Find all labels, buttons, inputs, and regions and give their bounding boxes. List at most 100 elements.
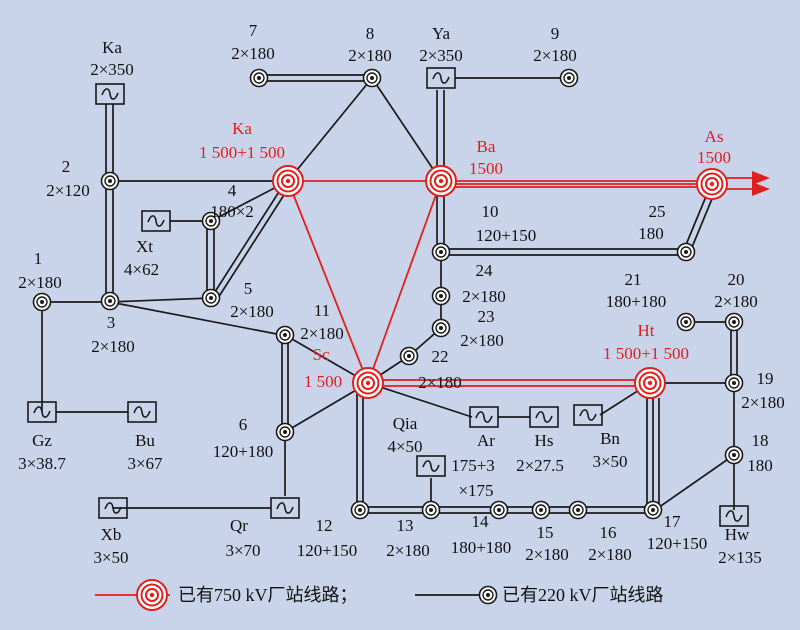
node-15-label: 15 [537, 523, 554, 542]
node-ht-750-name: Ht [638, 321, 655, 340]
node-23-label: 23 [478, 307, 495, 326]
node-7-value: 2×180 [231, 44, 275, 63]
node-10-label: 10 [482, 202, 499, 221]
plant-bu-name: Bu [135, 431, 155, 450]
node-3-label: 3 [107, 313, 116, 332]
node-11-label: 11 [314, 301, 330, 320]
node-18-icon [724, 445, 744, 465]
plant-xt-icon [141, 210, 171, 232]
export-arrow-lower [752, 182, 770, 196]
node-5-value: 2×180 [230, 302, 274, 321]
node-20-icon [724, 312, 744, 332]
node-10-icon [431, 242, 451, 262]
node-sc-750-value: 1 500 [304, 372, 342, 391]
node-8-icon [362, 68, 382, 88]
node-18-label: 18 [752, 431, 769, 450]
node-19-icon [724, 373, 744, 393]
plant-xt-name: Xt [136, 237, 153, 256]
node-9-value: 2×180 [533, 46, 577, 65]
plant-ar-name: Ar [477, 431, 495, 450]
node-as-750-name: As [705, 127, 724, 146]
plant-hw-value: 2×135 [718, 548, 762, 567]
node-8-label: 8 [366, 24, 375, 43]
plant-ya-name: Ya [432, 24, 451, 43]
node-12-value: 120+150 [297, 541, 358, 560]
plant-hs-value: 2×27.5 [516, 456, 564, 475]
node-19-value: 2×180 [741, 393, 785, 412]
plant-gz-value: 3×38.7 [18, 454, 66, 473]
node-22-icon [399, 346, 419, 366]
legend-750-icon [136, 579, 168, 611]
node-2-icon [100, 171, 120, 191]
plant-qr-name: Qr [230, 516, 248, 535]
node-4-value: 180×2 [210, 202, 254, 221]
plant-qia-value: 4×50 [387, 437, 422, 456]
plant-qia-icon [416, 455, 446, 477]
node-17-label: 17 [664, 512, 682, 531]
node-23-icon [431, 318, 451, 338]
plant-ka-value: 2×350 [90, 60, 134, 79]
node-ht-750-icon [634, 367, 666, 399]
node-12-label: 12 [316, 516, 333, 535]
plant-bn-name: Bn [600, 429, 620, 448]
node-25-value: 180 [638, 224, 664, 243]
plant-hs-name: Hs [535, 431, 554, 450]
node-11-icon [275, 325, 295, 345]
plant-bu-icon [127, 401, 157, 423]
node-20-label: 20 [728, 270, 745, 289]
node-14-icon [489, 500, 509, 520]
node-2-value: 2×120 [46, 181, 90, 200]
node-15-value: 2×180 [525, 545, 569, 564]
node-5-icon [201, 288, 221, 308]
node-9-icon [559, 68, 579, 88]
node-9-label: 9 [551, 24, 560, 43]
plant-bn-icon [573, 404, 603, 426]
node-16-value: 2×180 [588, 545, 632, 564]
node-ht-750-value: 1 500+1 500 [603, 344, 689, 363]
node-17-icon [643, 500, 663, 520]
node-25-label: 25 [649, 202, 666, 221]
node-24-value: 2×180 [462, 287, 506, 306]
node-3-value: 2×180 [91, 337, 135, 356]
node-20-value: 2×180 [714, 292, 758, 311]
legend-220-icon [478, 585, 498, 605]
node-ka-750-icon [272, 165, 304, 197]
node-ba-750-value: 1500 [469, 159, 503, 178]
legend: 已有750 kV厂站线路； 已有220 kV厂站线路 [95, 579, 664, 611]
plant-hw-name: Hw [725, 525, 750, 544]
node-11-value: 2×180 [300, 324, 344, 343]
node-6-value: 120+180 [213, 442, 274, 461]
export-arrow-upper [752, 171, 770, 185]
node-21-icon [676, 312, 696, 332]
node-16-label: 16 [600, 523, 617, 542]
node-4-label: 4 [228, 181, 237, 200]
node-22-label: 22 [432, 347, 449, 366]
node-22-value: 2×180 [418, 373, 462, 392]
plant-xt-value: 4×62 [124, 260, 159, 279]
plant-bn-value: 3×50 [592, 452, 627, 471]
node-14-label: 14 [472, 512, 490, 531]
node-sc-750-name: Sc [313, 345, 330, 364]
node-15-icon [531, 500, 551, 520]
legend-220-label: 已有220 kV厂站线路 [502, 585, 664, 605]
plant-qia-name: Qia [393, 414, 418, 433]
plant-ar-icon [469, 406, 499, 428]
plant-ka-name: Ka [102, 38, 122, 57]
node-13-icon [421, 500, 441, 520]
plant-bu-value: 3×67 [127, 454, 163, 473]
lines-750kv [287, 177, 760, 387]
node-14-value: 180+180 [451, 538, 512, 557]
node-ba-750-icon [425, 165, 457, 197]
plant-gz-name: Gz [32, 431, 52, 450]
node-13-value: 2×180 [386, 541, 430, 560]
node-ka-750-value: 1 500+1 500 [199, 143, 285, 162]
node-23-value: 2×180 [460, 331, 504, 350]
node-7-label: 7 [249, 21, 258, 40]
node-25-icon [676, 242, 696, 262]
node-3-icon [100, 291, 120, 311]
plant-qr-icon [270, 497, 300, 519]
node-8-value: 2×180 [348, 46, 392, 65]
node-10-value: 120+150 [476, 226, 537, 245]
node-1-value: 2×180 [18, 273, 62, 292]
